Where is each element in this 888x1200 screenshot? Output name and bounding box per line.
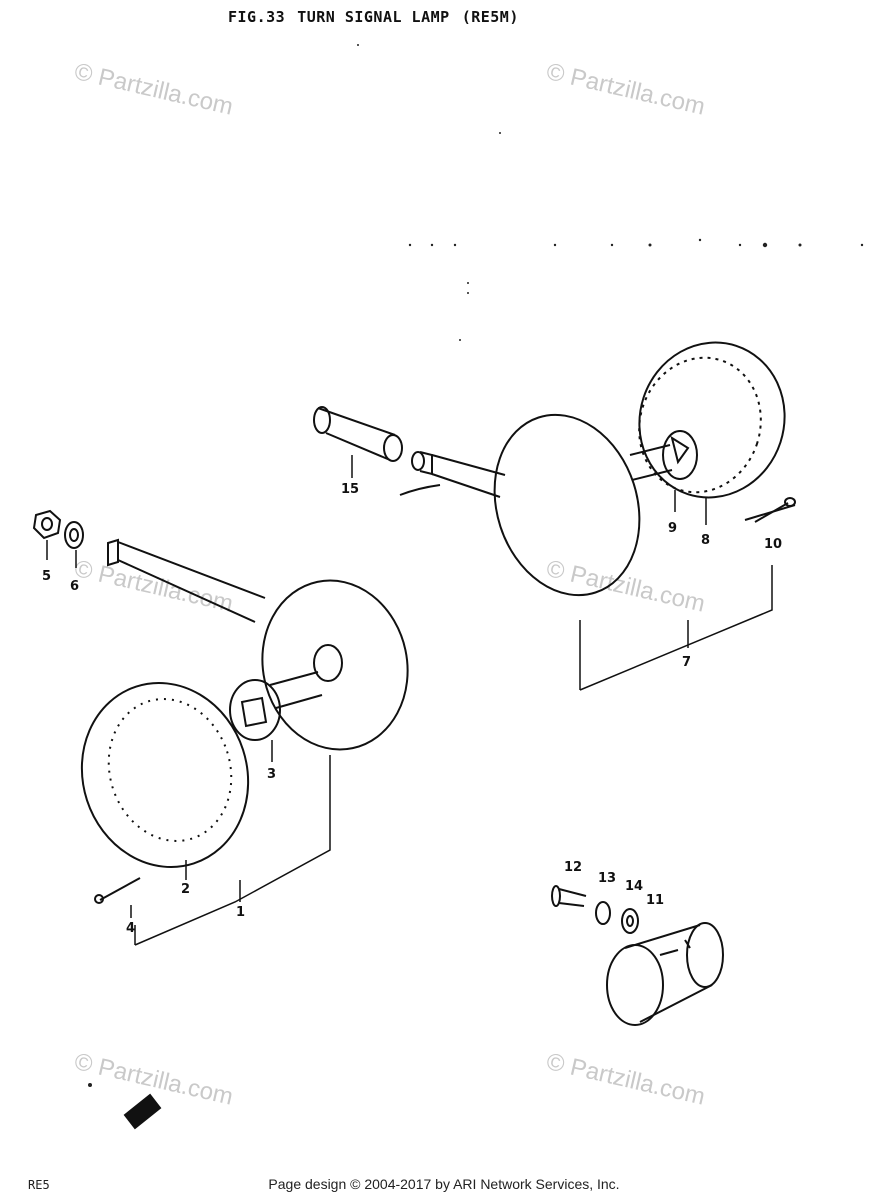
housing-part-7 [399, 413, 641, 597]
callout-9: 9 [668, 521, 677, 536]
callout-8: 8 [701, 533, 710, 548]
scan-dots [88, 44, 864, 1087]
screw-part-4 [94, 877, 141, 904]
washer-part-14 [621, 908, 639, 934]
housing-part-1 [107, 538, 409, 751]
bulb-part-3 [229, 671, 323, 741]
washer-part-13 [595, 901, 611, 925]
callout-11: 11 [646, 893, 664, 908]
front-arrow-icon [123, 1093, 162, 1130]
lens-part-2 [80, 681, 250, 869]
lens-part-8 [638, 341, 796, 521]
figure-title: FIG.33 TURN SIGNAL LAMP (RE5M) [228, 8, 531, 26]
sleeve-part-15 [313, 406, 403, 462]
model-code: (RE5M) [461, 8, 519, 26]
callout-2: 2 [181, 882, 190, 897]
footer-copyright: Page design © 2004-2017 by ARI Network S… [268, 1176, 620, 1192]
bulb-part-9 [629, 430, 698, 481]
screw-part-10 [754, 497, 796, 523]
socket-part-11 [606, 922, 724, 1026]
callout-15: 15 [341, 482, 359, 497]
figure-number: FIG.33 [228, 8, 286, 26]
section-code: RE5 [28, 1178, 50, 1192]
washer-part-6 [64, 521, 84, 549]
callout-14: 14 [625, 879, 643, 894]
callout-4: 4 [126, 921, 135, 936]
callout-12: 12 [564, 860, 582, 875]
screw-part-12 [551, 885, 587, 907]
callout-1: 1 [236, 905, 245, 920]
callout-labels: 1 2 3 4 5 6 7 8 9 10 11 12 13 14 15 [42, 482, 782, 936]
callout-10: 10 [764, 537, 782, 552]
callout-5: 5 [42, 569, 51, 584]
nut-part-5 [32, 509, 62, 540]
leader-lines [46, 455, 773, 946]
callout-6: 6 [70, 579, 79, 594]
figure-name: TURN SIGNAL LAMP [297, 8, 450, 26]
callout-7: 7 [682, 655, 691, 670]
callout-13: 13 [598, 871, 616, 886]
callout-3: 3 [267, 767, 276, 782]
